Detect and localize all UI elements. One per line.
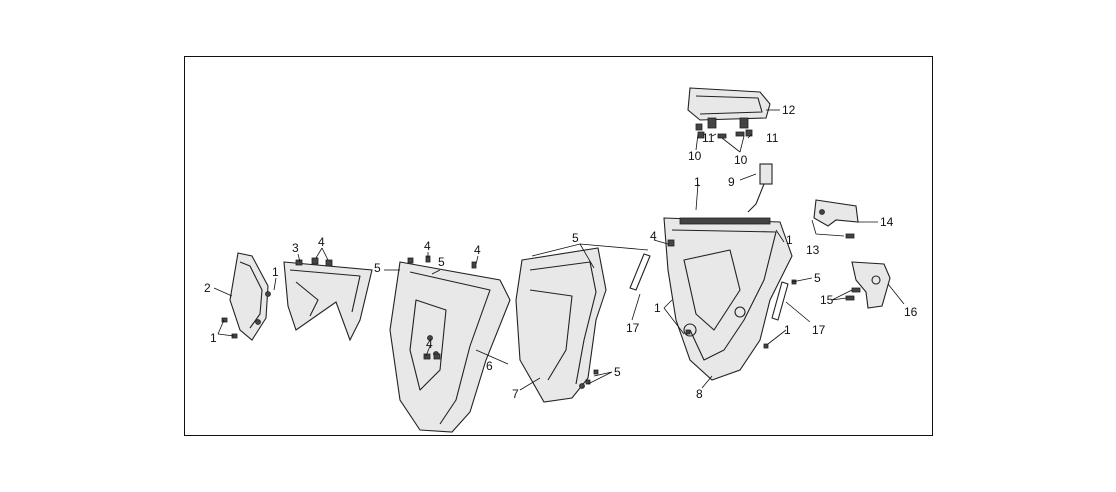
callout-5: 5: [614, 365, 621, 379]
callout-9: 9: [728, 175, 735, 189]
callout-5: 5: [572, 231, 579, 245]
part-9-switch: [747, 163, 773, 213]
callout-7: 7: [512, 387, 519, 401]
callout-13: 13: [806, 243, 820, 257]
callout-1: 1: [786, 233, 793, 247]
callout-11: 11: [702, 131, 715, 145]
part-10-11-fasteners: [695, 123, 753, 139]
part-8-main-housing: [663, 217, 793, 381]
callout-10: 10: [734, 153, 748, 167]
part-14-bracket: [813, 199, 859, 227]
callout-5: 5: [438, 255, 445, 269]
callout-4: 4: [474, 243, 481, 257]
leader-lines: [213, 109, 905, 391]
callout-11: 11: [766, 131, 779, 145]
callout-1: 1: [210, 331, 217, 345]
callout-3: 3: [292, 241, 299, 255]
part-3-inner-cover: [283, 257, 373, 342]
diagram-frame: [184, 56, 933, 436]
callout-10: 10: [688, 149, 702, 163]
callout-2: 2: [204, 281, 211, 295]
callout-17: 17: [812, 323, 826, 337]
callout-4: 4: [650, 229, 657, 243]
callout-1: 1: [694, 175, 701, 189]
bolt-set: [221, 233, 861, 385]
callout-1: 1: [654, 301, 661, 315]
callout-4: 4: [424, 239, 431, 253]
callout-labels: 1 1 2 3 4 4 4 4 4 5 5 5 5 5 6 7 17 1 1 1…: [204, 103, 918, 401]
callout-4: 4: [318, 235, 325, 249]
callout-6: 6: [486, 359, 493, 373]
part-17-rods: [629, 253, 789, 321]
callout-14: 14: [880, 215, 894, 229]
callout-5: 5: [814, 271, 821, 285]
part-6-side-cowl: [389, 261, 511, 433]
callout-5: 5: [374, 261, 381, 275]
callout-4: 4: [426, 337, 433, 351]
part-12-instrument-cluster: [687, 87, 771, 129]
callout-12: 12: [782, 103, 796, 117]
callout-1: 1: [784, 323, 791, 337]
callout-15: 15: [820, 293, 834, 307]
part-7-side-cowl: [515, 247, 607, 403]
part-16-bracket: [851, 261, 891, 309]
callout-17: 17: [626, 321, 640, 335]
part-2-front-panel: [229, 252, 271, 341]
callout-16: 16: [904, 305, 918, 319]
callout-1: 1: [272, 265, 279, 279]
callout-8: 8: [696, 387, 703, 401]
